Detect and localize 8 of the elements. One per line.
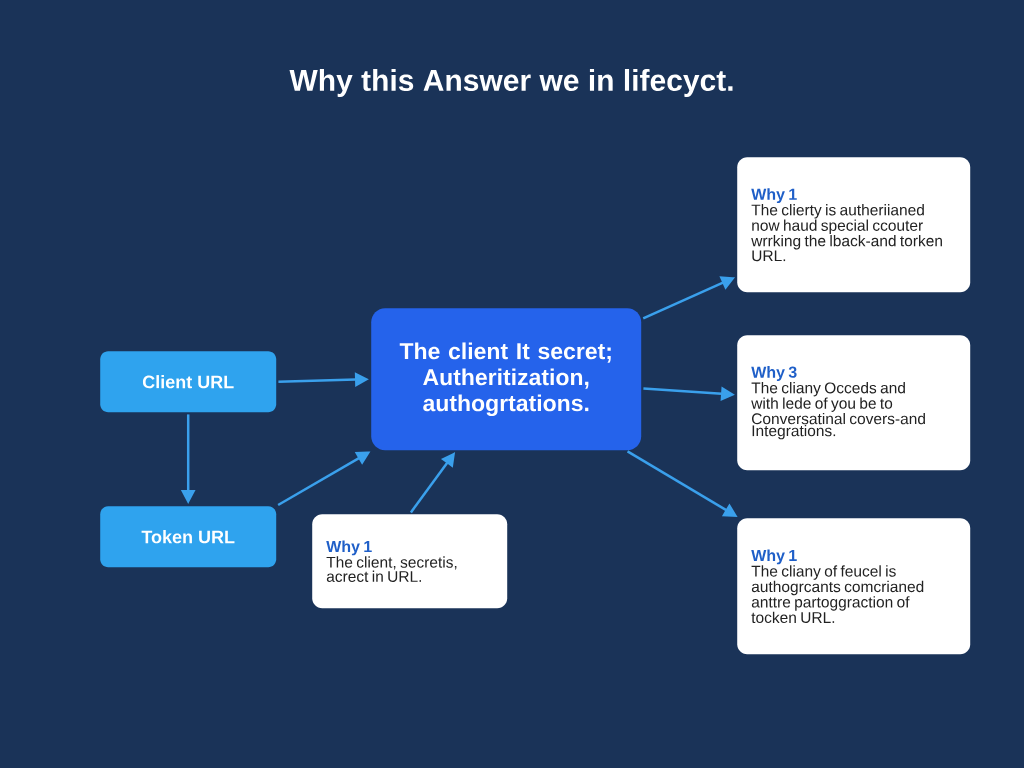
note-card: Why 3 The cliany Occeds and with lede of you be to Conversatinal covers-and Integrations. <box>737 335 971 471</box>
note-card: Why 1 The client, secretis, acrect in URL. <box>312 514 508 609</box>
title: Why this Answer we in lifecyct. <box>289 69 733 97</box>
url-box: Client URL <box>100 351 277 413</box>
process-box: The client It secret; Autheritization, authogrtations. <box>371 308 642 451</box>
note-card: Why 1 The clierty is autheriianed now haud special ccouter wrrking the lback-and torken URL. <box>737 157 971 293</box>
note-card: Why 1 The cliany of feucel is authogrcants comcrianed anttre partoggraction of tocken URL. <box>737 518 971 655</box>
url-box: Token URL <box>100 506 277 568</box>
